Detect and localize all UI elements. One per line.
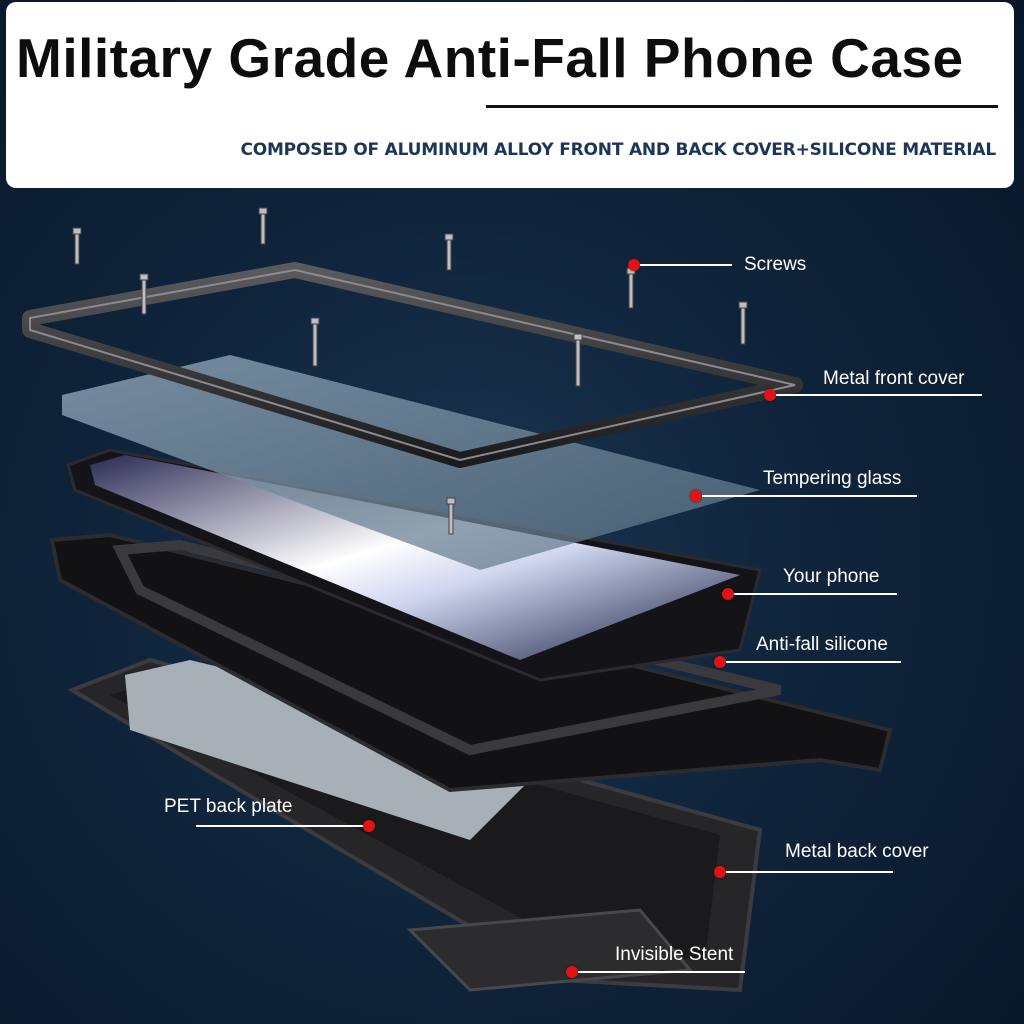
metal-front-cover-label: Metal front cover [823, 368, 965, 389]
phone-part [66, 448, 762, 682]
metal-front-cover-leader-line [776, 394, 982, 396]
tempering-glass-part [62, 355, 760, 570]
pet-back-plate-part [125, 660, 560, 840]
metal-front-cover-part [22, 262, 803, 468]
metal-back-cover-leader-line [726, 871, 893, 873]
header-banner: Military Grade Anti-Fall Phone Case COMP… [6, 2, 1014, 188]
pet-back-plate-marker-dot [363, 820, 375, 832]
screws-marker-dot [628, 259, 640, 271]
tempering-glass-label: Tempering glass [763, 468, 902, 489]
anti-fall-silicone-marker-dot [714, 656, 726, 668]
pet-back-plate-leader-line [196, 825, 363, 827]
anti-fall-silicone-leader-line [726, 661, 901, 663]
page-title: Military Grade Anti-Fall Phone Case [16, 27, 964, 89]
screws-part [72, 207, 748, 535]
exploded-case-illustration [22, 207, 893, 993]
screws-label: Screws [744, 254, 807, 275]
invisible-stent-label: Invisible Stent [615, 944, 734, 965]
tempering-glass-leader-line [702, 495, 917, 497]
metal-back-cover-marker-dot [714, 866, 726, 878]
pet-back-plate-label: PET back plate [164, 796, 293, 817]
invisible-stent-marker-dot [566, 966, 578, 978]
your-phone-label: Your phone [783, 566, 880, 587]
tempering-glass-marker-dot [690, 490, 702, 502]
title-underline [486, 105, 998, 108]
metal-front-cover-marker-dot [764, 389, 776, 401]
invisible-stent-part [406, 908, 693, 992]
anti-fall-silicone-label: Anti-fall silicone [756, 634, 888, 655]
invisible-stent-leader-line [578, 971, 745, 973]
screws-leader-line [640, 264, 732, 266]
metal-back-cover-label: Metal back cover [785, 841, 929, 862]
page-subtitle: COMPOSED OF ALUMINUM ALLOY FRONT AND BAC… [240, 140, 996, 160]
your-phone-leader-line [734, 593, 897, 595]
anti-fall-silicone-part [49, 532, 893, 793]
your-phone-marker-dot [722, 588, 734, 600]
